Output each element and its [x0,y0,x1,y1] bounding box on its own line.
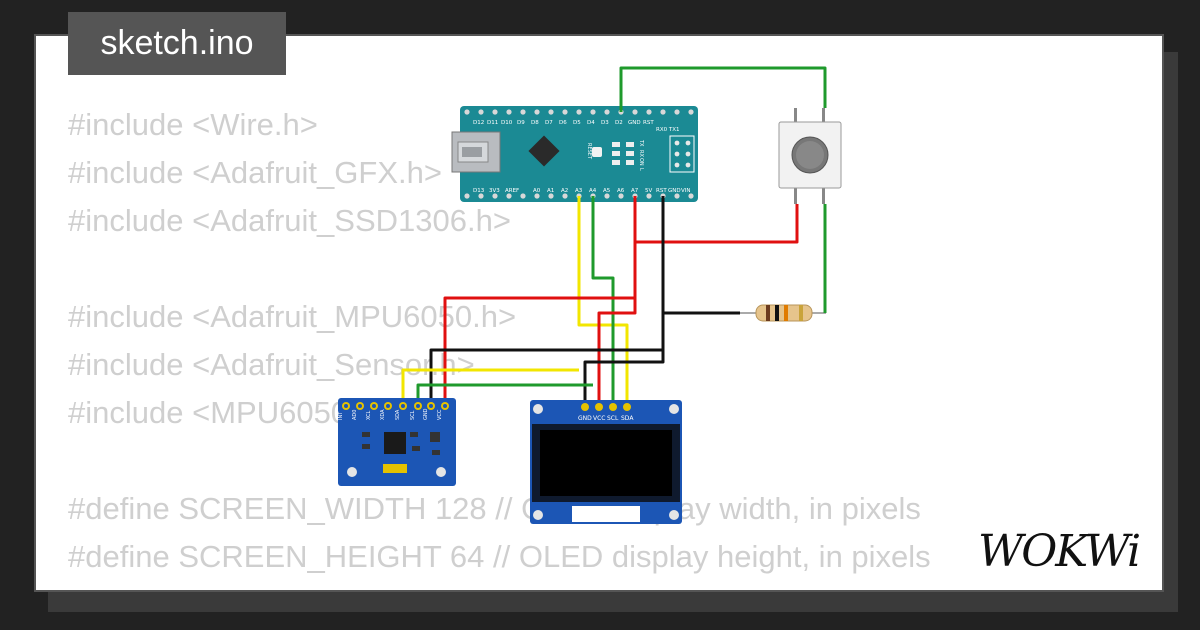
wokwi-logo: WOKWi [978,522,1154,583]
pin-label: D13 [473,188,485,194]
svg-text:SDA: SDA [621,415,634,422]
file-tab[interactable]: sketch.ino [68,12,286,75]
pin-label: 3V3 [489,188,500,194]
pin-label: D10 [501,120,513,126]
wires [401,66,827,406]
led-rx [612,151,620,156]
pin-label: A1 [547,188,554,194]
svg-text:L: L [638,168,644,171]
reset-button[interactable] [592,147,602,157]
code-line: #include <Adafruit_SSD1306.h> [68,203,511,238]
pin-label: VIN [681,188,691,194]
wire-button-5v [635,204,799,244]
mpu-chip [384,432,406,454]
reset-label: RESET [586,143,592,160]
icsp-header [669,135,695,173]
arduino-nano[interactable]: D12 D11 D10 D9 D8 D7 D6 D5 D4 D3 D2 GND … [451,106,698,202]
pin-label: A5 [603,188,611,194]
oled-screen [540,430,672,496]
code-line: #include <Wire.h> [68,107,318,142]
led-tx [612,142,620,147]
mpu-pin-labels: INT AD0 XCL XDA SDA SCL GND VCC [338,408,443,420]
pin-label: A6 [617,188,625,194]
svg-text:GND: GND [423,408,429,420]
pin-label: D4 [587,120,595,126]
svg-text:GND: GND [578,415,592,422]
svg-text:XCL: XCL [366,410,372,420]
wire-a5-oled-scl [591,196,615,406]
svg-text:VCC: VCC [593,415,605,422]
wire-gnd-mpu [429,348,663,406]
pin-label: RX0 TX1 [656,127,679,133]
wire-5v-oled-vcc [597,196,637,406]
pin-label: D6 [559,120,567,126]
push-button[interactable] [778,108,842,204]
led-on [612,160,620,165]
led-labels: TX RX ON L [638,139,644,171]
svg-text:VCC: VCC [437,409,443,420]
pin-label: 5V [645,188,652,194]
pin-label: D7 [545,120,553,126]
wire-gnd-resistor [661,196,740,315]
svg-text:SDA: SDA [395,409,401,420]
svg-text:RX: RX [638,150,644,157]
wire-gnd-oled [583,313,665,406]
pin-label: A3 [575,188,583,194]
oled-pin-labels: GND VCC SCL SDA [578,415,634,422]
svg-text:SCL: SCL [410,410,416,420]
code-editor: #include <Wire.h> #include <Adafruit_GFX… [68,101,931,581]
svg-text:TX: TX [638,139,644,147]
pin-label: RST [656,188,667,194]
pin-label: AREF [505,188,519,194]
pin-label: GND [628,120,641,126]
svg-text:AD0: AD0 [352,410,358,420]
svg-text:INT: INT [338,411,344,420]
pin-label: A2 [561,188,568,194]
pin-label: D3 [601,120,609,126]
pin-label: A7 [631,188,639,194]
code-line: #include <Adafruit_Sensor.h> [68,347,475,382]
arduino-bottom-pins [464,193,694,199]
pin-label: D5 [573,120,581,126]
wire-sda-mpu [401,368,579,406]
wire-a4-oled-sda [577,196,629,406]
pin-label: A0 [533,188,541,194]
wire-d2-button [619,66,827,112]
code-line: #include <Adafruit_GFX.h> [68,155,442,190]
resistor [740,304,826,322]
wokwi-logo-text: WOKWi [978,526,1139,577]
svg-text:ON: ON [638,158,644,166]
svg-text:SCL: SCL [607,415,619,422]
pin-label: GND [668,188,681,194]
code-line: #define SCREEN_HEIGHT 64 // OLED display… [68,539,931,574]
pin-label: D12 [473,120,484,126]
pin-label: RST [643,120,654,126]
pin-label: A4 [589,188,597,194]
svg-text:XDA: XDA [380,409,386,420]
pin-label: D2 [615,120,623,126]
oled-display-module[interactable]: GND VCC SCL SDA [530,400,682,524]
pin-label: D8 [531,120,539,126]
mpu6050-module[interactable]: INT AD0 XCL XDA SDA SCL GND VCC [338,398,456,486]
code-line: #include <Adafruit_MPU6050.h> [68,299,517,334]
arduino-pin-labels: D12 D11 D10 D9 D8 D7 D6 D5 D4 D3 D2 GND … [473,120,691,194]
pin-label: D11 [487,120,498,126]
pin-label: D9 [517,120,525,126]
